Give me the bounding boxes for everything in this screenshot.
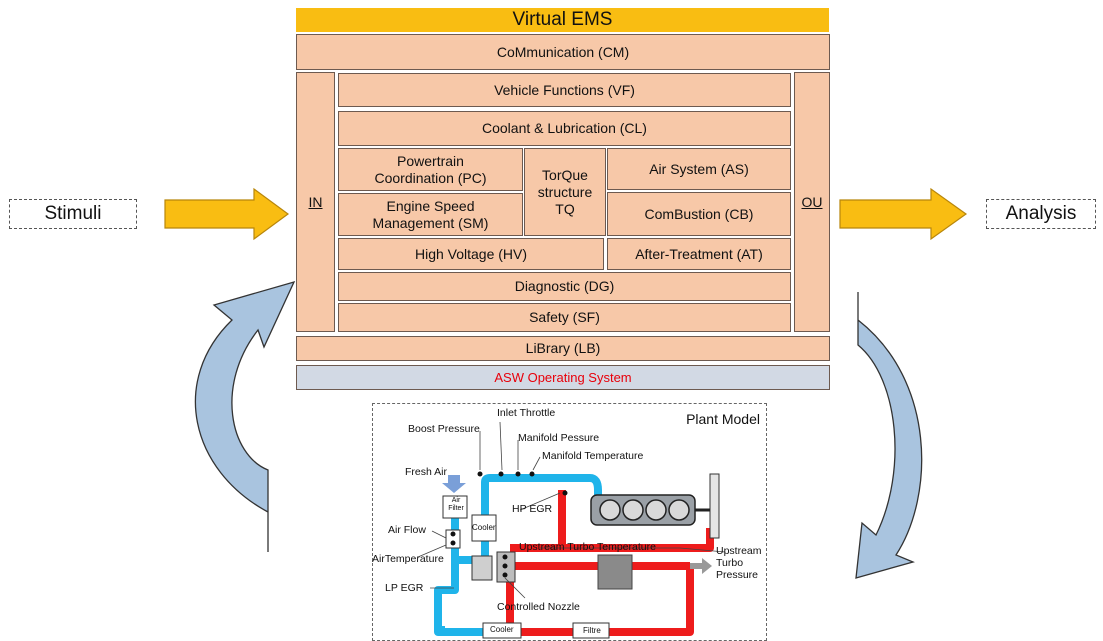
block-torque-structure: TorQue structure TQ — [524, 148, 606, 236]
plant-label-controlled-nozzle: Controlled Nozzle — [497, 601, 580, 613]
sensor-dots — [450, 471, 568, 578]
block-coolant-lubrication: Coolant & Lubrication (CL) — [338, 111, 791, 146]
air-filter-box — [442, 495, 468, 519]
plant-label-air-temperature: AirTemperature — [372, 553, 444, 565]
air-flow-sensor — [445, 529, 461, 549]
block-asw-operating-system: ASW Operating System — [296, 365, 830, 390]
plant-label-cooler-top: Cooler — [472, 523, 496, 532]
left-loop-arrow — [194, 280, 296, 552]
block-air-system: Air System (AS) — [607, 148, 791, 190]
analysis-label: Analysis — [986, 199, 1096, 229]
after-treatment-unit — [597, 554, 633, 590]
input-flow-arrow — [164, 187, 290, 241]
filtre-box — [572, 622, 610, 639]
cooler-top-box — [471, 514, 497, 542]
block-safety: Safety (SF) — [338, 303, 791, 332]
engine-cylinders — [599, 499, 690, 521]
plant-label-inlet-throttle: Inlet Throttle — [497, 407, 556, 419]
block-after-treatment: After-Treatment (AT) — [607, 238, 791, 270]
block-input: IN — [296, 72, 335, 332]
plant-label-air-filter: Air Filter — [448, 497, 464, 512]
block-combustion: ComBustion (CB) — [607, 192, 791, 236]
plant-label-fresh-air: Fresh Air — [405, 466, 448, 478]
plant-label-hp-egr: HP EGR — [512, 503, 553, 515]
cooler-bottom-box — [482, 622, 522, 639]
block-powertrain-coordination: Powertrain Coordination (PC) — [338, 148, 523, 191]
block-vehicle-functions: Vehicle Functions (VF) — [338, 73, 791, 107]
stimuli-label: Stimuli — [9, 199, 137, 229]
flywheel — [709, 473, 720, 539]
block-output: OU — [794, 72, 830, 332]
plant-label-manifold-temperature: Manifold Temperature — [542, 450, 644, 462]
fresh-air-arrow — [442, 475, 466, 493]
plant-label-boost-pressure: Boost Pressure — [408, 423, 480, 435]
block-engine-speed-management: Engine Speed Management (SM) — [338, 193, 523, 236]
leader-lines — [417, 421, 726, 599]
ems-title: Virtual EMS — [296, 8, 829, 32]
plant-label-manifold-pressure: Manifold Pessure — [518, 432, 600, 444]
plant-model-title: Plant Model — [686, 411, 760, 427]
plant-label-upstream-turbo-pressure: Upstream Turbo Pressure — [716, 545, 762, 581]
air-pipes — [434, 474, 602, 636]
turbo-compressor — [471, 555, 493, 581]
block-diagnostic: Diagnostic (DG) — [338, 272, 791, 301]
plant-label-lp-egr: LP EGR — [385, 582, 424, 594]
right-loop-arrow — [855, 292, 923, 579]
plant-label-cooler-bottom: Cooler — [490, 625, 514, 634]
block-communication: CoMmunication (CM) — [296, 34, 830, 70]
block-high-voltage: High Voltage (HV) — [338, 238, 604, 270]
plant-label-air-flow: Air Flow — [388, 524, 426, 536]
plant-label-upstream-turbo-temperature: Upstream Turbo Temperature — [519, 541, 656, 553]
output-flow-arrow — [839, 187, 968, 241]
block-library: LiBrary (LB) — [296, 336, 830, 361]
exhaust-outlet-arrow — [690, 558, 712, 574]
plant-label-filtre: Filtre — [583, 626, 601, 635]
